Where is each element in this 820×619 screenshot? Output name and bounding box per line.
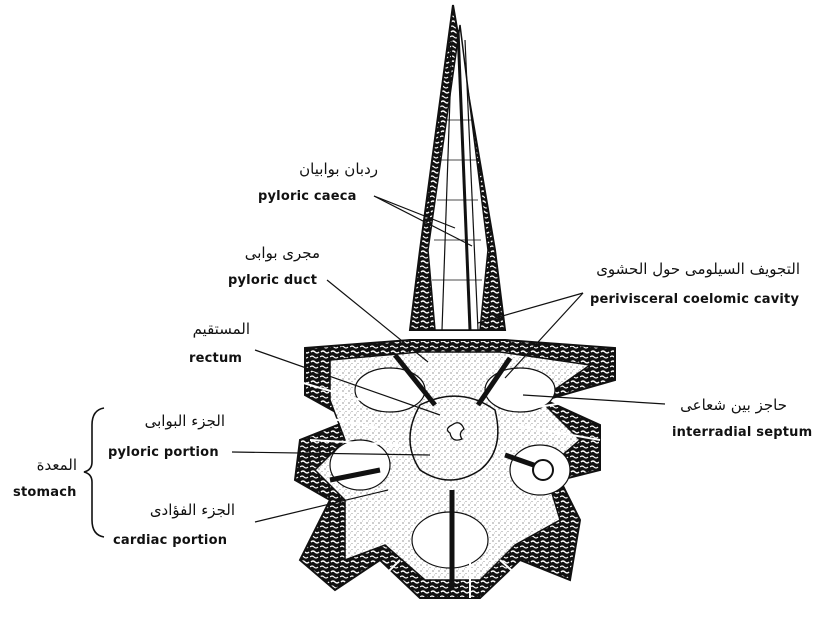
label-pyloric-duct-ar: مجرى بوابى [230,246,320,261]
label-pyloric-portion-ar: الجزء البوابى [125,414,225,429]
label-coelom-ar: التجويف السيلومى حول الحشوى [590,262,800,277]
disc-and-arms [295,340,615,600]
label-rectum-ar: المستقيم [185,322,250,337]
label-stomach-en: stomach [13,486,77,499]
arm-top [410,5,505,330]
label-pyloric-caeca-ar: ردبان بوابيان [258,162,378,177]
stomach-brace [84,408,104,537]
label-rectum-en: rectum [189,352,242,365]
label-septum-en: interradial septum [672,426,812,439]
label-coelom-en: perivisceral coelomic cavity [590,293,799,306]
label-pyloric-caeca-en: pyloric caeca [258,190,357,203]
label-pyloric-portion-en: pyloric portion [108,446,219,459]
label-stomach-ar: المعدة [12,458,77,473]
label-cardiac-portion-ar: الجزء الفؤادى [135,503,235,518]
label-cardiac-portion-en: cardiac portion [113,534,227,547]
label-septum-ar: حاجز بين شعاعى [672,398,787,413]
label-pyloric-duct-en: pyloric duct [228,274,317,287]
